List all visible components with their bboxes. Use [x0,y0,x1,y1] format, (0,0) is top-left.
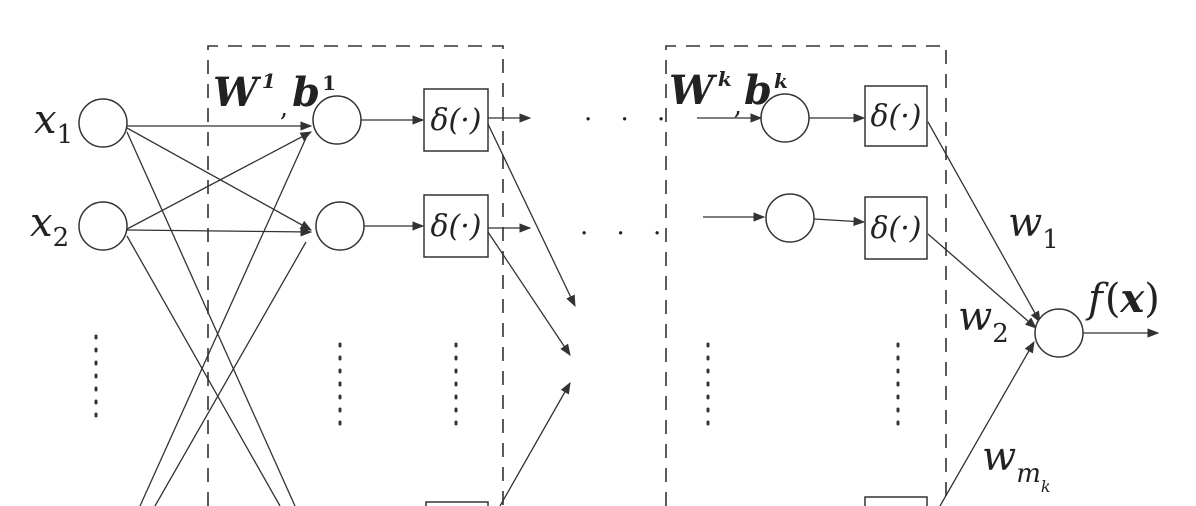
layer-1-dashed-box [207,45,504,506]
layer-1-output-arrows [487,113,576,506]
input-label-1: x1 [34,97,73,150]
hidden-1-node-1 [312,95,362,145]
activation-k-label-1: δ(·) [870,99,921,134]
input-label-2: x2 [30,200,69,253]
output-node [1034,308,1084,358]
weight-label-1: w1 [1008,200,1059,255]
activation-label-2: δ(·) [430,209,481,244]
activation-box-3 [425,501,489,506]
output-connections [927,121,1041,506]
weight-label-2: w2 [958,294,1009,349]
input-node-2 [78,201,128,251]
hidden-k-node-2 [765,193,815,243]
horizontal-ellipsis-2: · · · [580,219,671,249]
activation-k-box-3 [864,496,928,506]
input-connections [126,121,313,506]
activation-box-1 [423,88,489,152]
horizontal-ellipsis-1: · · · [584,105,675,135]
activation-k-label-2: δ(·) [870,211,921,246]
layer-k-dashed-box [665,45,947,506]
weight-label-mk: wmk [982,434,1051,496]
hidden-k-node-1 [760,93,810,143]
input-node-1 [78,98,128,148]
activation-k-box-2 [864,196,928,260]
activation-box-2 [423,194,489,258]
activation-k-box-1 [864,85,928,147]
output-label: f(x) [1085,275,1160,322]
hidden-1-node-2 [315,201,365,251]
activation-label-1: δ(·) [430,103,481,138]
